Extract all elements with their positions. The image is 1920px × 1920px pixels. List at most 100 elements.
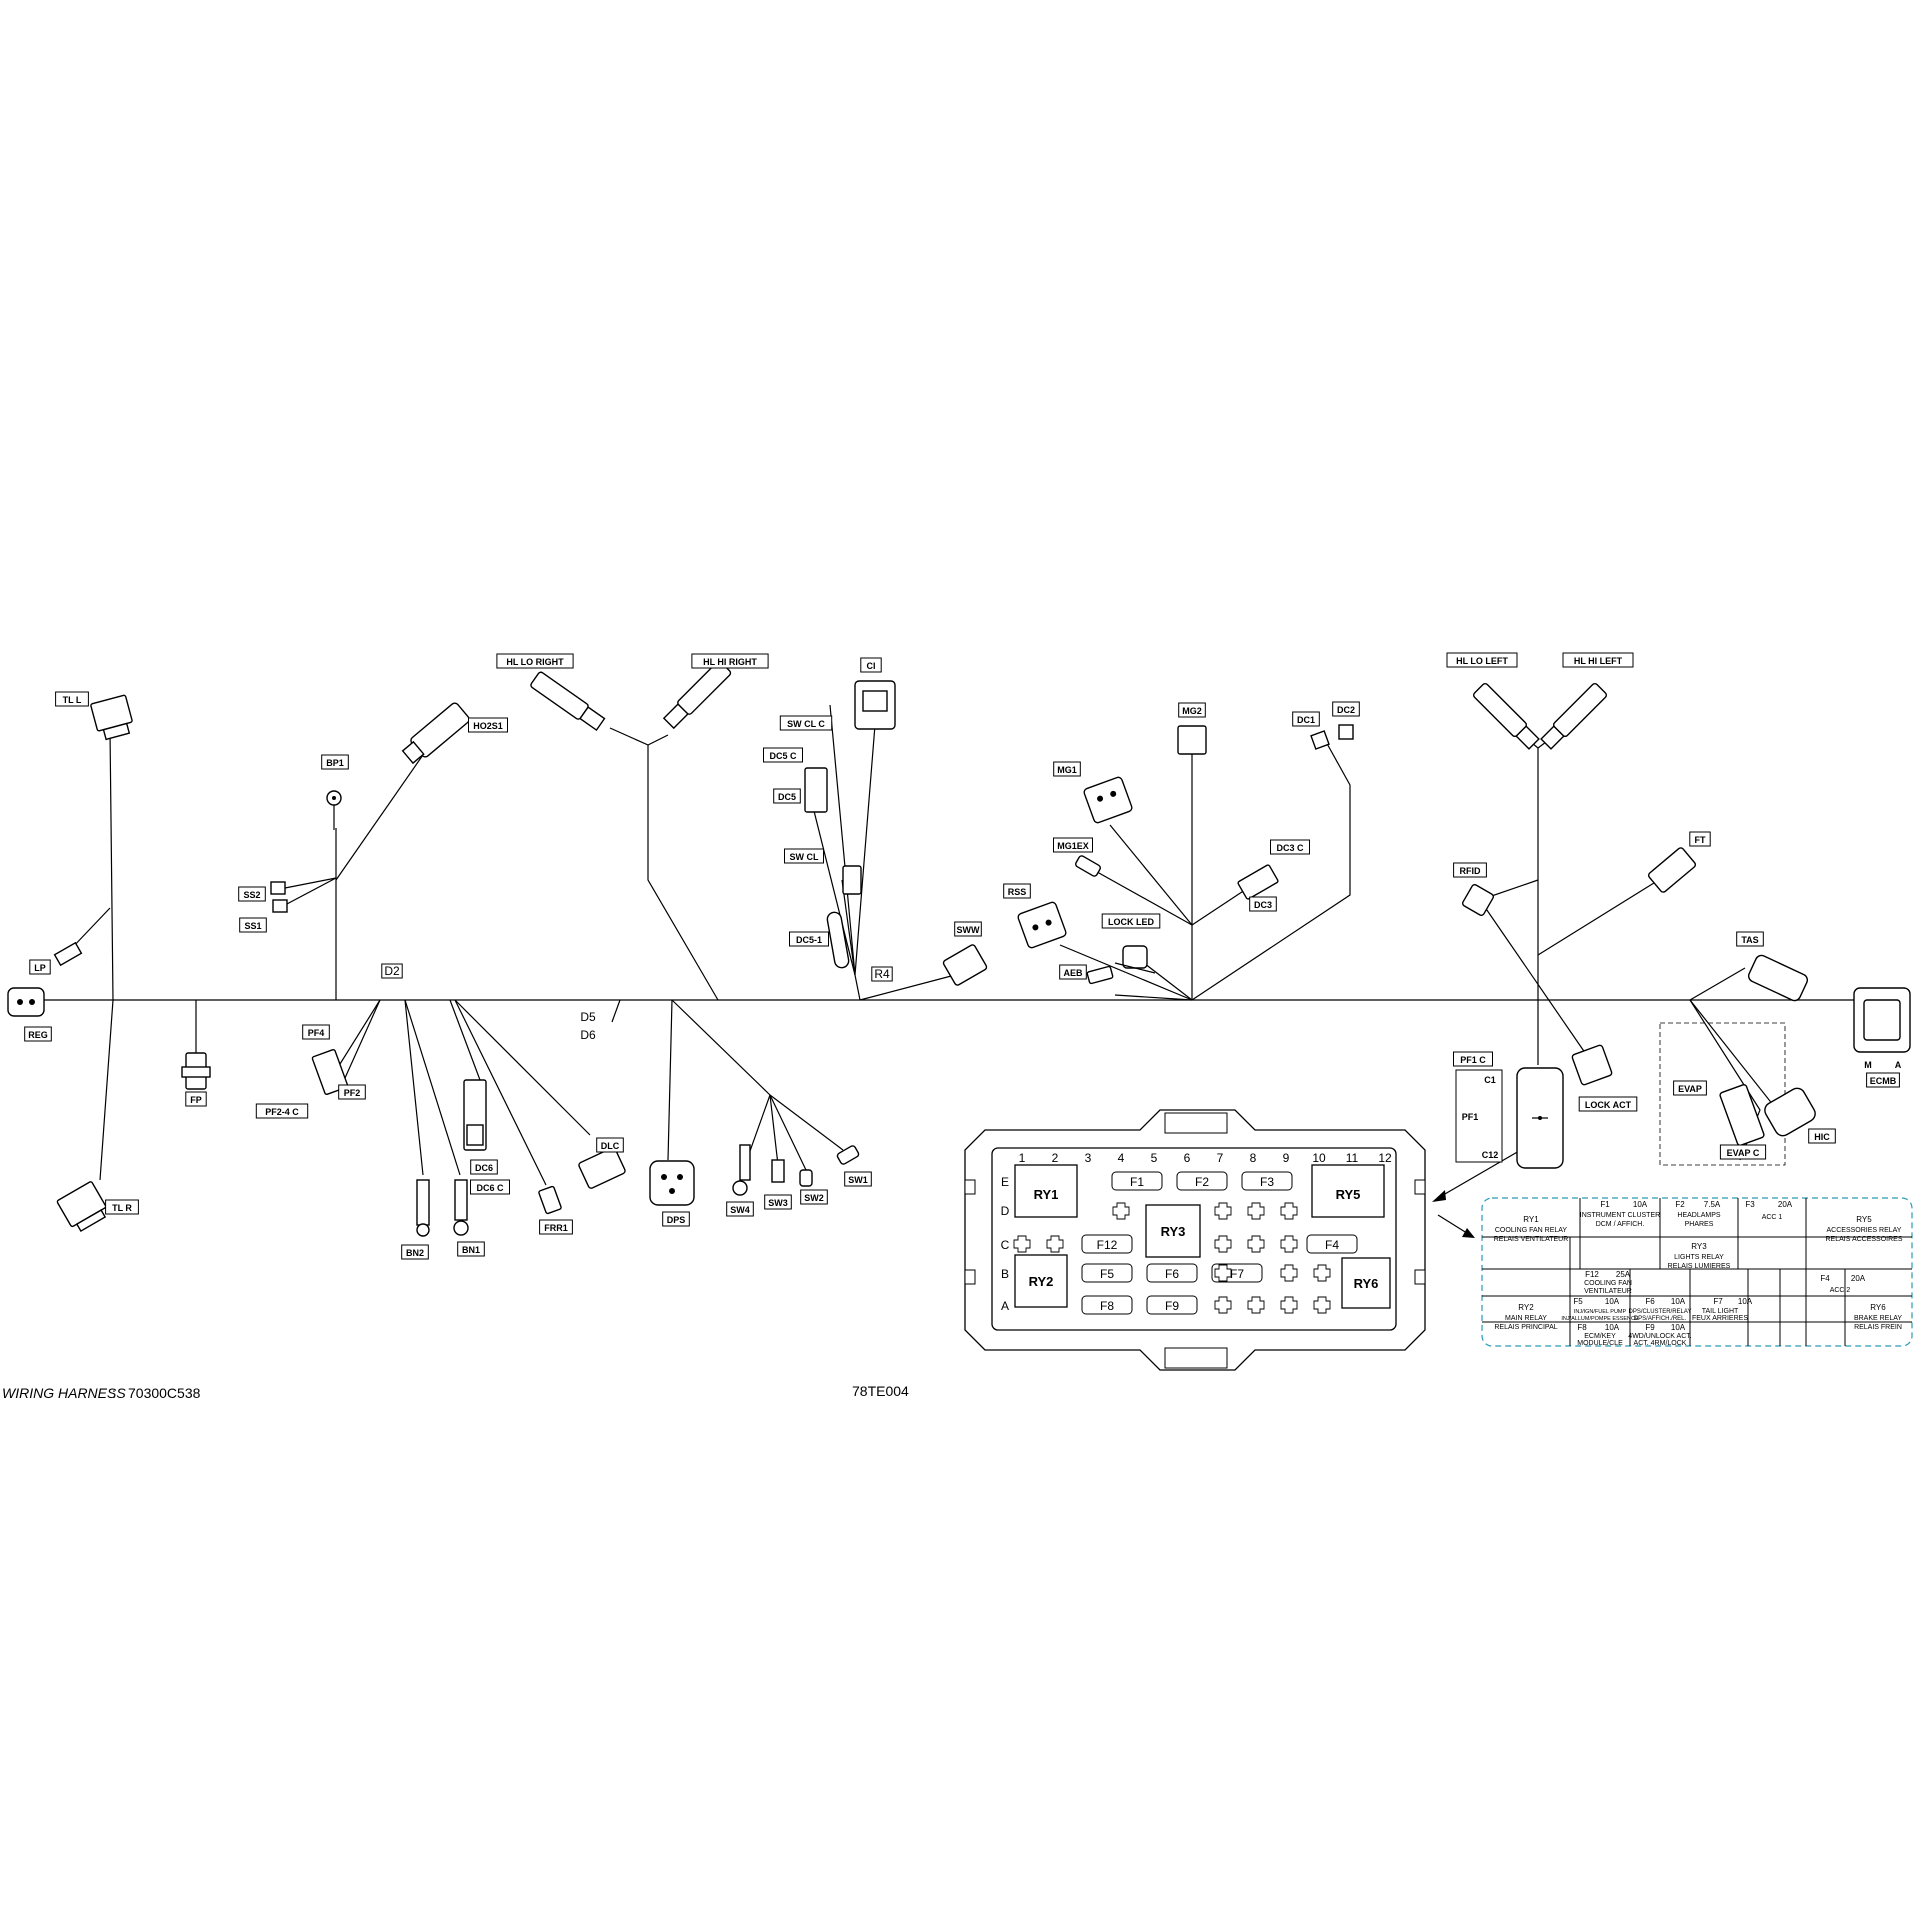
ss2-connector-icon: [270, 881, 286, 895]
svg-text:HL HI RIGHT: HL HI RIGHT: [703, 657, 757, 667]
sw2-terminal-icon: [799, 1169, 813, 1187]
svg-text:DC6: DC6: [475, 1163, 493, 1173]
fuse-box-column-2: 2: [1052, 1151, 1059, 1165]
fuse-box-row-E: E: [1001, 1175, 1009, 1189]
dc1-connector-icon: [1310, 730, 1330, 750]
label-ecmb: ECMB: [1866, 1072, 1900, 1088]
ecm-pin-m: M: [1864, 1060, 1872, 1070]
sw3-terminal-icon: [771, 1159, 785, 1183]
svg-text:F4: F4: [1820, 1274, 1830, 1283]
svg-text:HL LO RIGHT: HL LO RIGHT: [506, 657, 564, 667]
svg-text:MODULE/CLE: MODULE/CLE: [1577, 1340, 1623, 1347]
relay-ry1: [1014, 1164, 1078, 1218]
svg-text:DCM / AFFICH.: DCM / AFFICH.: [1596, 1221, 1645, 1228]
fuse-cavity: [1214, 1264, 1232, 1282]
svg-text:25A: 25A: [1616, 1270, 1631, 1279]
svg-text:REG: REG: [28, 1030, 48, 1040]
svg-text:SW CL C: SW CL C: [787, 719, 825, 729]
fuse-box-column-6: 6: [1184, 1151, 1191, 1165]
fuse-cavity: [1214, 1202, 1232, 1220]
relay-ry2: [1014, 1254, 1068, 1308]
label-dc3-c: DC3 C: [1270, 839, 1310, 855]
label-bp1: BP1: [321, 754, 349, 770]
svg-text:RELAIS VENTILATEUR: RELAIS VENTILATEUR: [1494, 1236, 1569, 1243]
svg-text:INJ/IGN/FUEL PUMP: INJ/IGN/FUEL PUMP: [1574, 1309, 1627, 1315]
svg-text:COOLING FAN RELAY: COOLING FAN RELAY: [1495, 1227, 1568, 1234]
label-lock-led: LOCK LED: [1101, 913, 1161, 929]
dc5-1-connector-icon: [826, 911, 850, 969]
fuse-f9: F9: [1146, 1295, 1198, 1315]
fuse-box-row-B: B: [1001, 1267, 1009, 1281]
bp1-ring-terminal-icon: [326, 790, 342, 830]
fuse-f6: F6: [1146, 1263, 1198, 1283]
svg-text:RELAIS ACCESSOIRES: RELAIS ACCESSOIRES: [1825, 1236, 1902, 1243]
svg-text:EVAP C: EVAP C: [1727, 1148, 1760, 1158]
svg-text:PF4: PF4: [308, 1028, 325, 1038]
svg-text:R4: R4: [874, 967, 890, 981]
sw1-terminal-icon: [836, 1145, 860, 1165]
fuse-box-column-5: 5: [1151, 1151, 1158, 1165]
mg2-connector-icon: [1177, 725, 1207, 755]
label-mg1ex: MG1EX: [1053, 837, 1093, 853]
svg-text:RELAIS FREIN: RELAIS FREIN: [1854, 1324, 1902, 1331]
relay-ry6: [1341, 1257, 1391, 1309]
hl-lo-left-bulb-icon: [1472, 682, 1540, 750]
svg-text:F5: F5: [1573, 1297, 1583, 1306]
hl-lo-right-bulb-icon: [530, 671, 606, 732]
aeb-connector-icon: [1086, 965, 1114, 985]
svg-text:PF1: PF1: [1462, 1112, 1479, 1122]
fuse-box-row-D: D: [1001, 1204, 1010, 1218]
fuse-f1: F1: [1111, 1171, 1163, 1191]
label-mg2: MG2: [1178, 702, 1206, 718]
svg-text:HL LO LEFT: HL LO LEFT: [1456, 656, 1508, 666]
svg-text:BN1: BN1: [462, 1245, 480, 1255]
svg-text:COOLING FAN: COOLING FAN: [1584, 1280, 1632, 1287]
svg-text:PF2: PF2: [344, 1088, 361, 1098]
label-fp: FP: [185, 1091, 207, 1107]
tl-r-connector-icon: [56, 1181, 107, 1233]
label-mg1: MG1: [1053, 761, 1081, 777]
mg1ex-connector-icon: [1075, 855, 1101, 877]
svg-text:TAIL LIGHT: TAIL LIGHT: [1702, 1308, 1739, 1315]
fuse-f3: F3: [1241, 1171, 1293, 1191]
label-d6: D6: [580, 1028, 596, 1042]
dc3-connector-icon: [1237, 864, 1279, 900]
frr1-connector-icon: [538, 1185, 562, 1215]
svg-text:RFID: RFID: [1460, 866, 1481, 876]
svg-text:HEADLAMPS: HEADLAMPS: [1677, 1212, 1721, 1219]
svg-text:F12: F12: [1097, 1238, 1118, 1252]
svg-text:F6: F6: [1645, 1297, 1655, 1306]
svg-text:F1: F1: [1600, 1200, 1610, 1209]
label-ss2: SS2: [238, 886, 266, 902]
svg-text:F7: F7: [1713, 1297, 1723, 1306]
label-lp: LP: [29, 959, 51, 975]
fuse-f2: F2: [1176, 1171, 1228, 1191]
fuse-cavity: [1247, 1296, 1265, 1314]
rfid-connector-icon: [1462, 884, 1494, 916]
harness-separator: :: [112, 1385, 116, 1401]
label-dc5-1: DC5-1: [789, 931, 829, 947]
svg-text:DC1: DC1: [1297, 715, 1315, 725]
svg-text:C12: C12: [1482, 1150, 1499, 1160]
fuse-f8: F8: [1081, 1295, 1133, 1315]
svg-text:10A: 10A: [1671, 1323, 1686, 1332]
relay-ry3-label: RY3: [1161, 1224, 1186, 1239]
label-frr1: FRR1: [539, 1219, 573, 1235]
svg-text:10A: 10A: [1633, 1200, 1648, 1209]
svg-text:D2: D2: [384, 964, 400, 978]
tl-l-connector-icon: [90, 694, 133, 741]
svg-text:DC5 C: DC5 C: [769, 751, 797, 761]
lock-act-connector-icon: [1571, 1044, 1613, 1086]
fuse-box-column-7: 7: [1217, 1151, 1224, 1165]
svg-text:DC3 C: DC3 C: [1276, 843, 1304, 853]
svg-text:SW4: SW4: [730, 1205, 750, 1215]
svg-text:DC6 C: DC6 C: [476, 1183, 504, 1193]
label-dc3: DC3: [1249, 896, 1277, 912]
label-sw-cl: SW CL: [784, 848, 824, 864]
fuse-box-column-8: 8: [1250, 1151, 1257, 1165]
svg-text:MG2: MG2: [1182, 706, 1202, 716]
svg-text:F12: F12: [1585, 1270, 1599, 1279]
svg-text:PF1 C: PF1 C: [1460, 1055, 1486, 1065]
svg-text:LP: LP: [34, 963, 46, 973]
